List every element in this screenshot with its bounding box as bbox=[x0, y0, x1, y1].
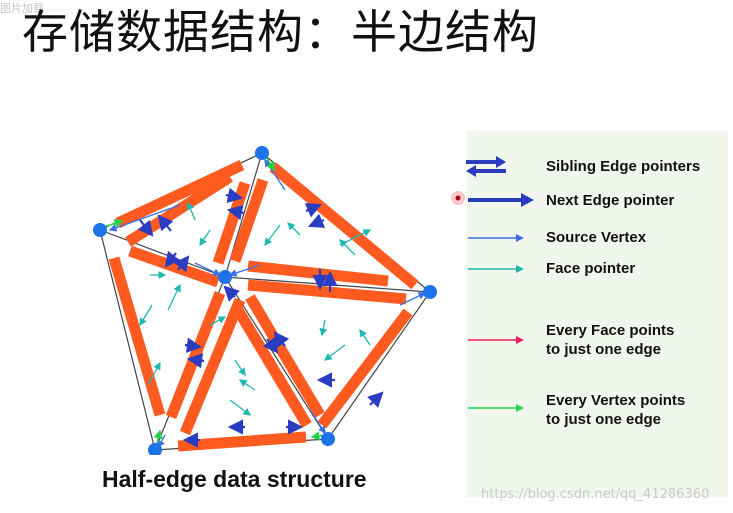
vertex bbox=[423, 285, 437, 299]
sibling-pointer bbox=[137, 219, 154, 237]
face-pointer bbox=[234, 359, 246, 377]
legend-label: Source Vertex bbox=[546, 229, 647, 246]
face-pointer bbox=[238, 379, 256, 391]
half-edge bbox=[108, 256, 166, 417]
sibling-pointer bbox=[262, 336, 279, 354]
half-edge bbox=[317, 308, 413, 429]
source-pointer bbox=[194, 262, 222, 276]
sibling-pointer bbox=[186, 353, 205, 369]
face-edge-pointer-icon bbox=[468, 336, 524, 344]
legend: Sibling Edge pointers Next Edge pointer … bbox=[466, 131, 728, 497]
sibling-pointer bbox=[226, 205, 245, 221]
half-edge bbox=[177, 431, 307, 452]
face-pointer bbox=[229, 399, 252, 416]
vertex bbox=[255, 146, 269, 160]
face-pointer bbox=[186, 201, 196, 221]
sibling-pointer bbox=[225, 187, 244, 203]
face-pointer bbox=[147, 361, 161, 386]
sibling-pointer bbox=[223, 285, 240, 302]
next-edge-pointer-icon bbox=[468, 193, 534, 207]
face-pointer bbox=[287, 222, 301, 236]
sibling-edge-pointers-icon bbox=[466, 156, 506, 177]
face-pointer bbox=[167, 283, 181, 311]
face-pointer bbox=[319, 319, 328, 337]
sibling-pointer bbox=[164, 250, 181, 268]
source-pointer bbox=[309, 409, 326, 435]
legend-item-face: Face pointer bbox=[466, 259, 728, 279]
slide-title: 存储数据结构：半边结构 bbox=[22, 5, 539, 59]
legend-label: Every Vertex points to just one edge bbox=[546, 392, 686, 428]
half-edge bbox=[230, 302, 312, 428]
face-pointer-icon bbox=[468, 265, 524, 273]
legend-label: Every Face points to just one edge bbox=[546, 322, 675, 358]
sibling-pointer bbox=[157, 214, 174, 232]
sibling-pointer bbox=[273, 331, 290, 349]
source-watermark: https://blog.csdn.net/qq_41286360 bbox=[481, 487, 710, 502]
half-edge bbox=[247, 260, 389, 287]
vertex-pointer bbox=[265, 156, 275, 172]
half-edge-diagram bbox=[93, 146, 437, 455]
face-pointer bbox=[209, 316, 227, 326]
sibling-pointer bbox=[184, 337, 203, 353]
vertex-pointer bbox=[103, 219, 124, 228]
legend-item-face-edge: Every Face points to just one edge bbox=[466, 321, 728, 361]
vertices bbox=[93, 146, 437, 455]
face-pointer bbox=[139, 304, 153, 327]
half-edge bbox=[245, 294, 325, 418]
legend-label: Next Edge pointer bbox=[546, 192, 675, 209]
legend-item-next: Next Edge pointer bbox=[466, 191, 728, 211]
face-pointer bbox=[339, 239, 356, 256]
sibling-pointer bbox=[304, 203, 323, 218]
vertex bbox=[148, 443, 162, 455]
sibling-pointer bbox=[173, 255, 190, 273]
mesh-edge bbox=[99, 229, 226, 278]
diagram-caption: Half-edge data structure bbox=[102, 466, 367, 492]
legend-item-vertex-edge: Every Vertex points to just one edge bbox=[466, 391, 728, 431]
legend-label: Face pointer bbox=[546, 260, 636, 277]
face-pointer bbox=[199, 229, 211, 247]
loading-watermark: 图片加载 bbox=[0, 2, 44, 15]
vertex bbox=[93, 223, 107, 237]
vertex-edge-pointer-icon bbox=[468, 404, 524, 412]
source-vertex-icon bbox=[468, 234, 524, 242]
sibling-pointer bbox=[367, 391, 384, 408]
face-pointer bbox=[264, 224, 281, 247]
face-pointer bbox=[359, 328, 371, 346]
source-pointer bbox=[228, 264, 261, 277]
face-pointers bbox=[139, 201, 372, 416]
sibling-pointer bbox=[307, 213, 326, 228]
half-edge bbox=[269, 162, 419, 290]
pointer-cursor-icon bbox=[451, 191, 465, 205]
half-edge bbox=[247, 279, 407, 305]
face-pointer bbox=[323, 344, 346, 361]
legend-item-sibling: Sibling Edge pointers bbox=[466, 153, 728, 183]
source-pointer bbox=[399, 292, 427, 306]
half-edge bbox=[115, 160, 245, 228]
vertex bbox=[321, 432, 335, 446]
legend-label: Sibling Edge pointers bbox=[546, 158, 701, 175]
half-edge bbox=[179, 297, 246, 436]
vertex bbox=[218, 270, 232, 284]
legend-item-source: Source Vertex bbox=[466, 228, 728, 248]
sibling-pointers bbox=[137, 187, 384, 448]
half-edge bbox=[229, 178, 269, 263]
